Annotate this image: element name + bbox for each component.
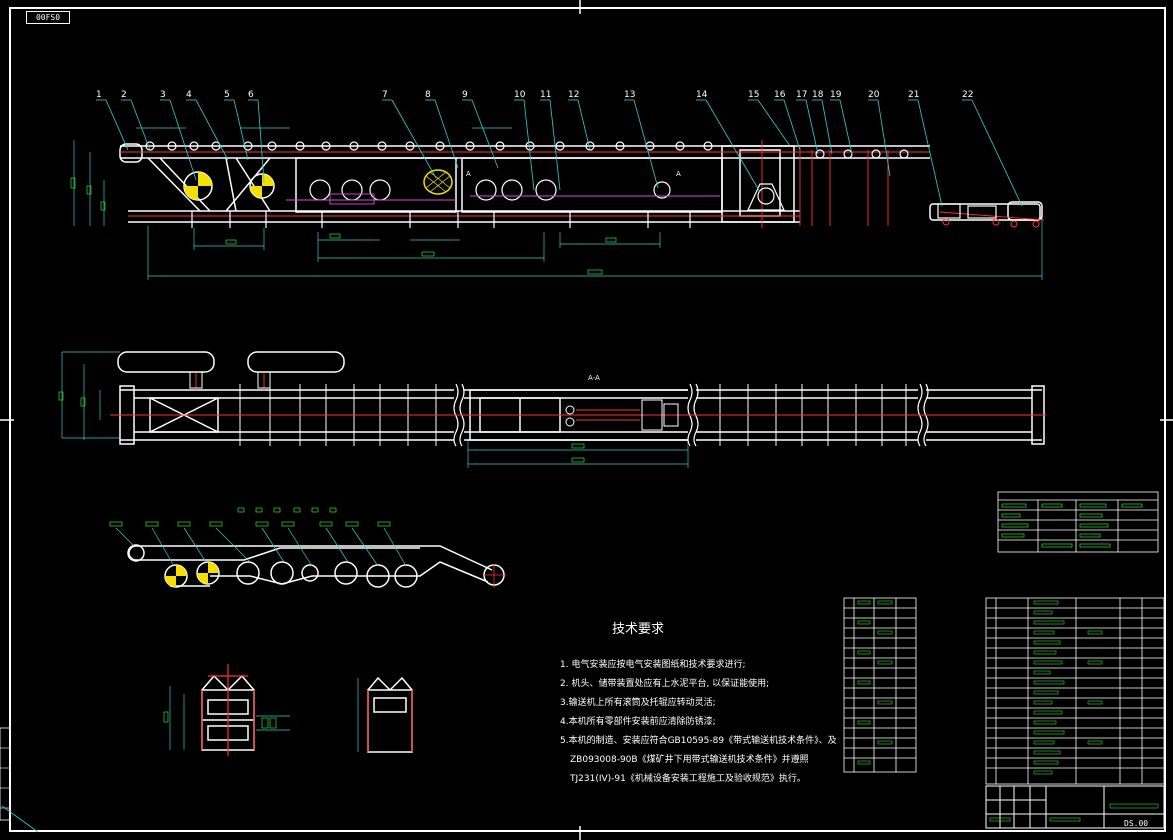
callout-20: 20 xyxy=(868,90,880,100)
elevation-dim-text-boxes xyxy=(70,177,617,275)
elevation-legs xyxy=(191,211,691,228)
belt-lines xyxy=(128,545,493,587)
note-5: 5.本机的制造、安装应符合GB10595-89《带式输送机技术条件》、及 xyxy=(560,736,837,746)
callout-19: 19 xyxy=(830,90,842,100)
elevation-dimensions xyxy=(73,127,1043,280)
note-3: 3.输送机上所有滚筒及托辊应转动灵活; xyxy=(560,698,716,708)
section-details xyxy=(163,664,413,756)
elevation-centerlines xyxy=(120,140,1045,228)
plan-dim-text-boxes xyxy=(58,391,585,463)
callout-21: 21 xyxy=(908,90,919,100)
callout-10: 10 xyxy=(514,90,526,100)
parts-list-large-cells xyxy=(1033,600,1103,775)
plan-centerlines xyxy=(110,372,1046,421)
callout-6: 6 xyxy=(248,90,254,100)
elevation-frame xyxy=(119,143,1043,223)
section-marker-right: A xyxy=(676,170,681,178)
drive-pulleys xyxy=(183,171,275,201)
callout-14: 14 xyxy=(696,90,708,100)
parts-list-large xyxy=(985,597,1165,785)
note-5-line-3: TJ231(IV)-91《机械设备安装工程施工及验收规范》执行。 xyxy=(570,774,806,784)
drawing-number: DS.00 xyxy=(1124,819,1149,828)
belt-centerlines xyxy=(484,564,506,588)
belt-pulleys xyxy=(127,544,505,588)
callout-7: 7 xyxy=(382,90,388,100)
callout-16: 16 xyxy=(774,90,786,100)
technical-requirements-title: 技术要求 xyxy=(612,622,665,637)
callout-15: 15 xyxy=(748,90,759,100)
elevation-view xyxy=(70,99,1045,280)
parts-list-small-cells xyxy=(857,600,893,765)
callout-1: 1 xyxy=(96,90,102,100)
note-4: 4.本机所有零部件安装前应清除防锈漆; xyxy=(560,717,716,727)
plan-view xyxy=(58,351,1046,468)
technical-requirements-notes: 1. 电气安装应按电气安装图纸和技术要求进行; 2. 机头、储带装置处应有上水泥… xyxy=(560,656,837,789)
section-labels: A-A A A xyxy=(466,170,681,382)
belt-path-diagram xyxy=(109,507,506,588)
callout-2: 2 xyxy=(121,90,127,100)
plan-frame xyxy=(117,351,1045,445)
parts-list-small xyxy=(843,597,917,773)
belt-leaders xyxy=(115,527,407,567)
callout-17: 17 xyxy=(796,90,807,100)
note-1: 1. 电气安装应按电气安装图纸和技术要求进行; xyxy=(560,660,746,670)
callout-5: 5 xyxy=(224,90,230,100)
plan-break-lines xyxy=(453,383,929,447)
tail-marks-red xyxy=(942,218,1040,228)
callout-12: 12 xyxy=(568,90,579,100)
callout-9: 9 xyxy=(462,90,468,100)
belt-label-boxes xyxy=(109,507,391,527)
callout-22: 22 xyxy=(962,90,973,100)
note-2: 2. 机头、储带装置处应有上水泥平台, 以保证能使用; xyxy=(560,679,770,689)
plan-drive-details xyxy=(189,371,679,431)
parameter-table-cells xyxy=(1001,503,1143,548)
parameter-table xyxy=(997,491,1159,553)
callout-8: 8 xyxy=(425,90,431,100)
storage-pulleys xyxy=(309,179,671,201)
callout-11: 11 xyxy=(540,90,551,100)
callout-4: 4 xyxy=(186,90,192,100)
title-block-cells xyxy=(989,803,1159,822)
note-5-line-2: ZB093008-90B《煤矿井下用带式输送机技术条件》并遵照 xyxy=(570,755,809,765)
section-label-aa: A-A xyxy=(588,374,600,382)
plan-dimensions xyxy=(61,351,689,468)
title-block xyxy=(985,785,1165,829)
callout-13: 13 xyxy=(624,90,635,100)
tail-unit xyxy=(747,183,997,219)
elevation-details-magenta xyxy=(286,193,720,205)
callout-18: 18 xyxy=(812,90,824,100)
sheet-label: 00FS0 xyxy=(26,11,70,24)
belt-drive-pulleys xyxy=(164,561,220,588)
section-marker-left: A xyxy=(466,170,471,178)
callout-leaders xyxy=(96,99,1023,207)
callout-3: 3 xyxy=(160,90,166,100)
hatched-drum xyxy=(423,169,453,195)
